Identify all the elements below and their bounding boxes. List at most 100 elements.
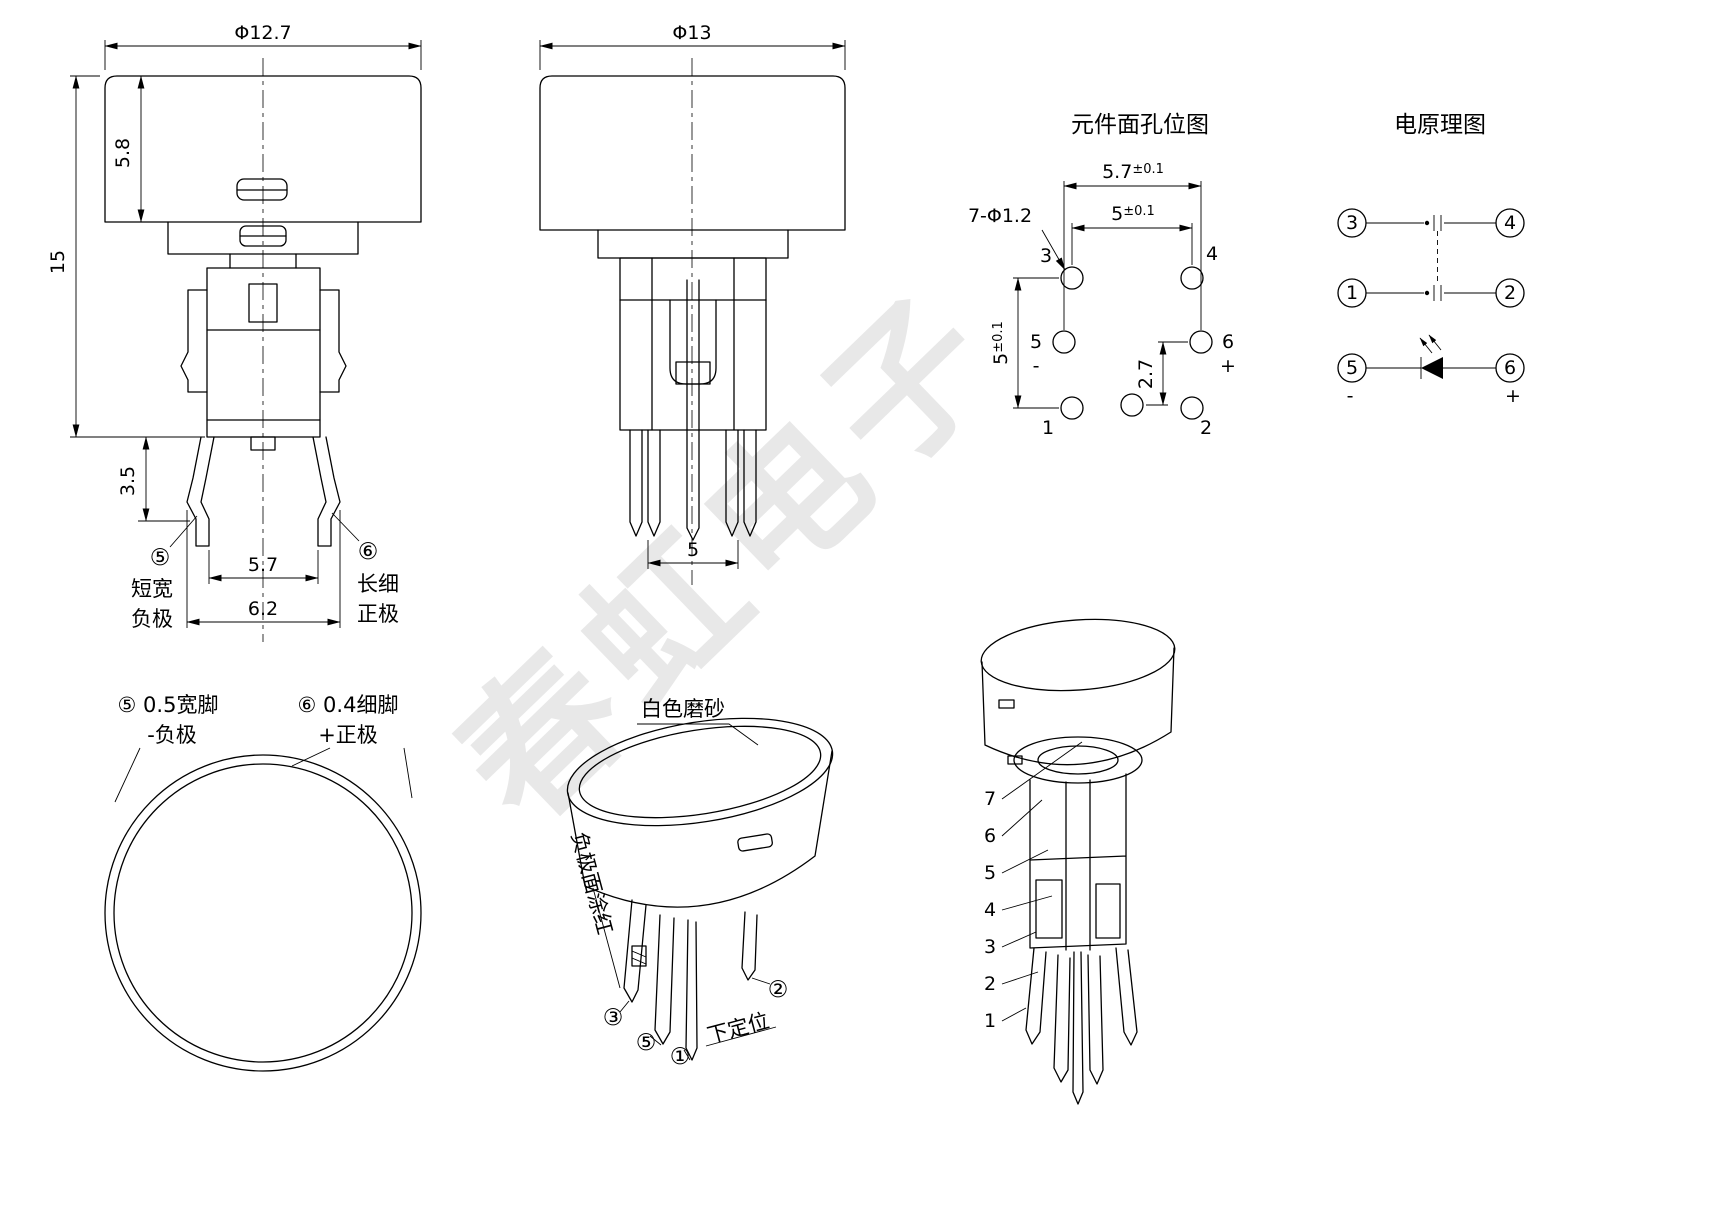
schematic-pin-2-label: 2	[1504, 282, 1516, 304]
front-dim-leg: 3.5	[117, 466, 139, 496]
hole-dim-inner-tol: ±0.1	[1123, 204, 1155, 219]
top-view: ⑤ 0.5宽脚 -负极 ⑥ 0.4细脚 +正极	[104, 693, 422, 1072]
schematic-switch-wires	[1366, 222, 1496, 294]
hole-dim-left-tol: ±0.1	[991, 321, 1006, 353]
iso1-paint-note-underline	[592, 887, 621, 989]
schematic-minus: -	[1347, 385, 1354, 407]
hole-4	[1180, 266, 1204, 290]
top-view-inner-circle	[113, 763, 413, 1063]
iso2-part-1: 1	[984, 1010, 996, 1032]
schematic-pin-4-label: 4	[1504, 212, 1516, 234]
front-dim-diameter: Φ12.7	[234, 22, 291, 44]
hole-center	[1120, 393, 1144, 417]
front-dim-cap: 5.8	[112, 138, 134, 168]
front-pin6-label1: 长细	[357, 572, 399, 596]
front-cap-outline	[104, 75, 422, 223]
circuit-schematic: 电原理图 3 4 1 2 5 6 - +	[1337, 112, 1525, 407]
side-cap-outline	[539, 75, 846, 231]
hole-6	[1189, 330, 1213, 354]
hole-dim-top: 5.7±0.1	[1102, 161, 1164, 183]
side-body-recess	[669, 299, 717, 385]
hole-dim-left: 5±0.1	[990, 321, 1012, 365]
iso2-body	[1029, 773, 1127, 949]
iso2-part-3: 3	[984, 936, 996, 958]
hole-callout-label: 7-Φ1.2	[968, 205, 1032, 227]
iso1-cap-side	[567, 750, 833, 908]
iso2-collar-slot	[1007, 755, 1023, 765]
hole-layout-title: 元件面孔位图	[1071, 112, 1209, 138]
front-pin5-label1: 短宽	[131, 577, 173, 601]
iso1-pin5-num: ⑤	[636, 1030, 657, 1056]
hole-label-1: 1	[1042, 417, 1054, 439]
iso1-pin-leaders	[619, 977, 771, 1061]
hole-dim-right: 2.7	[1135, 359, 1157, 389]
iso1-leg-2	[654, 914, 675, 1045]
side-body-slot	[675, 361, 711, 385]
iso1-pin2-num: ②	[768, 977, 789, 1003]
side-leg-1	[629, 429, 643, 537]
iso2-cap-top	[980, 618, 1176, 692]
schematic-pin-5-label: 5	[1346, 357, 1358, 379]
hole-5	[1052, 330, 1076, 354]
schematic-contact-dot-bottom	[1424, 290, 1430, 296]
iso1-cap-note: 白色磨砂	[641, 697, 725, 721]
iso2-collar-outer	[1013, 736, 1143, 784]
iso1-locator-underline	[705, 1026, 777, 1047]
front-pin5-label2: 负极	[131, 607, 173, 631]
front-pin6-label2: 正极	[357, 602, 399, 626]
side-extension-lines	[539, 40, 846, 569]
front-body-lines	[206, 329, 321, 421]
side-leg-3	[725, 429, 739, 537]
iso2-part-2: 2	[984, 973, 996, 995]
side-leg-2	[647, 429, 661, 537]
iso1-locator-note: 下定位	[705, 1008, 772, 1047]
iso2-leg-3	[1087, 954, 1104, 1085]
iso2-part-7: 7	[984, 788, 996, 810]
side-center-pin	[686, 279, 700, 541]
iso2-clip-right	[1095, 883, 1121, 939]
front-pin6-num: ⑥	[358, 539, 379, 565]
iso2-part-5: 5	[984, 862, 996, 884]
hole-2	[1180, 396, 1204, 420]
iso2-cap-slot	[998, 699, 1015, 709]
top-view-pin5-label: ⑤ 0.5宽脚	[118, 693, 219, 717]
iso1-cap-top-inner	[578, 725, 822, 819]
front-right-leg	[312, 436, 341, 547]
schematic-pin-3-label: 3	[1346, 212, 1358, 234]
front-neck-lines	[229, 253, 297, 269]
led-triangle	[1421, 357, 1443, 379]
front-dim-span-outer: 6.2	[248, 598, 278, 620]
iso1-pin1-num: ①	[670, 1044, 691, 1070]
iso1-pin3-num: ③	[603, 1005, 624, 1031]
schematic-pin-6-label: 6	[1504, 357, 1516, 379]
front-bottom-tab	[250, 436, 276, 451]
front-view: Φ12.7 15 5.8 3.5 5.7 6.2 ⑤ 短宽 负极 ⑥ 长细 正极	[47, 22, 422, 642]
iso2-leg-2	[1053, 954, 1071, 1083]
iso2-body-shaft	[1065, 779, 1091, 951]
front-body	[206, 267, 321, 438]
led-light-arrow-2	[1428, 334, 1442, 351]
iso1-cap-slot	[737, 833, 773, 852]
top-view-leaders	[114, 747, 413, 803]
iso1-leg-1	[623, 899, 647, 1003]
hole-plus: +	[1220, 355, 1236, 377]
side-body-posts	[651, 257, 735, 431]
iso2-clip-left	[1035, 879, 1063, 939]
hole-label-4: 4	[1206, 243, 1218, 265]
schematic-plus: +	[1505, 385, 1521, 407]
schematic-title: 电原理图	[1394, 112, 1486, 138]
front-body-slot	[248, 283, 278, 323]
side-dim-span: 5	[687, 539, 699, 561]
front-pin5-num: ⑤	[150, 545, 171, 571]
side-view: Φ13 5	[539, 22, 846, 585]
hole-callout-leader	[1041, 229, 1066, 271]
front-dim-height: 15	[47, 250, 69, 274]
iso2-center-pin	[1072, 951, 1084, 1105]
hole-minus: -	[1033, 355, 1040, 377]
top-view-pin5-sub: -负极	[147, 723, 197, 747]
front-skirt-outline	[167, 221, 359, 255]
hole-dim-left-value: 5	[990, 353, 1012, 365]
hole-extension-lines	[1013, 181, 1202, 409]
